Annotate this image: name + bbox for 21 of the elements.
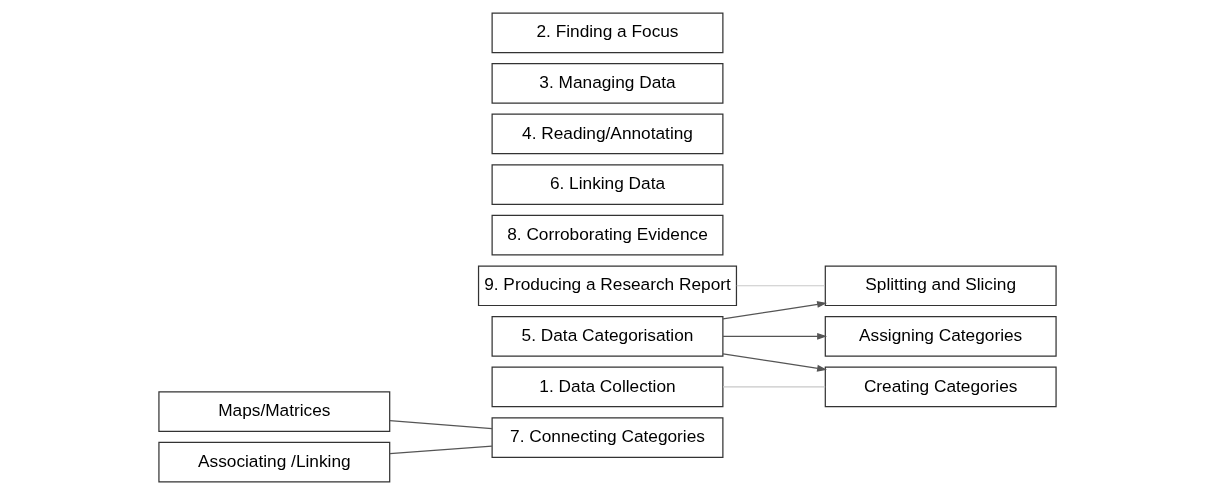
node-box: Assigning Categories bbox=[824, 316, 1057, 357]
node-box: Associating /Linking bbox=[158, 441, 391, 483]
node-box: 6. Linking Data bbox=[491, 164, 724, 205]
node-box: 8. Corroborating Evidence bbox=[491, 214, 724, 256]
connector bbox=[722, 386, 826, 388]
node-box: 7. Connecting Categories bbox=[491, 417, 724, 458]
connector bbox=[736, 285, 826, 287]
node-box: Maps/Matrices bbox=[158, 391, 391, 432]
arrow bbox=[722, 353, 827, 372]
node-box: 2. Finding a Focus bbox=[491, 12, 724, 54]
node-box: 9. Producing a Research Report bbox=[477, 265, 738, 307]
node-box: 5. Data Categorisation bbox=[491, 316, 724, 357]
node-box: 1. Data Collection bbox=[491, 366, 724, 408]
node-box: 4. Reading/Annotating bbox=[491, 113, 724, 155]
connector bbox=[389, 445, 493, 455]
node-box: 3. Managing Data bbox=[491, 63, 724, 104]
arrow bbox=[722, 301, 827, 320]
node-box: Splitting and Slicing bbox=[824, 265, 1057, 307]
connector bbox=[389, 419, 493, 430]
arrow bbox=[722, 332, 828, 340]
node-box: Creating Categories bbox=[824, 366, 1057, 408]
